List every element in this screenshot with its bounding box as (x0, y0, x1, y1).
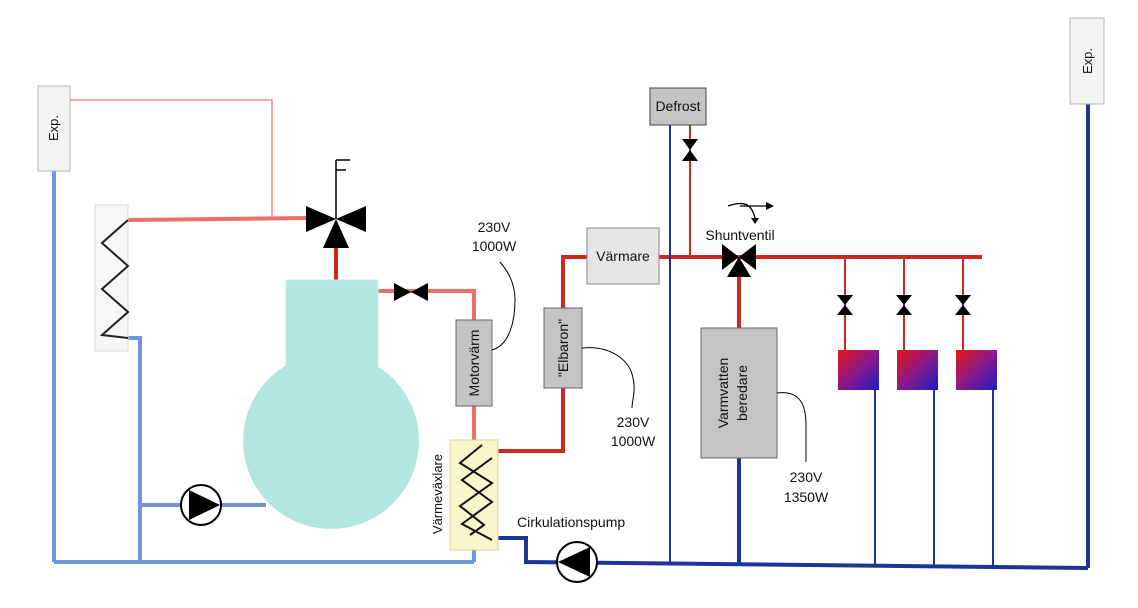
water-heater-power-watt: 1350W (784, 489, 829, 505)
exp-tank-left: Exp. (37, 85, 71, 172)
motorvarm-heater: Motorvärm (455, 319, 493, 407)
varmare-label: Värmare (596, 248, 650, 264)
shunt-valve-label: Shuntventil (705, 227, 774, 243)
room-radiator-2 (897, 350, 938, 390)
elbaron-power-callout: 230V 1000W (581, 347, 656, 449)
water-heater: Varmvatten beredare (700, 327, 778, 459)
circulation-pump (556, 541, 598, 583)
engine-outlet-valve (394, 283, 428, 301)
defrost-valve (682, 139, 698, 161)
water-heater-power-voltage: 230V (790, 469, 823, 485)
radiator-to-valve-pipe (127, 216, 311, 222)
exp-left-thin-pipe (70, 99, 273, 218)
water-heater-label-line2: beredare (734, 365, 750, 421)
water-heater-power-callout: 230V 1350W (776, 392, 829, 505)
water-heater-label-line1: Varmvatten (715, 358, 731, 429)
radiator-valve-2 (896, 295, 912, 315)
exp-tank-left-label: Exp. (46, 115, 61, 141)
defrost-unit: Defrost (649, 87, 707, 126)
heat-exchanger: Värmeväxlare (430, 439, 499, 551)
pipes (52, 99, 1090, 570)
three-way-valve (306, 159, 366, 248)
motorvarm-power-watt: 1000W (472, 238, 517, 254)
shunt-valve (722, 202, 774, 277)
exchanger-cold-out (498, 536, 1089, 570)
elbaron-heater: "Elbaron" (543, 307, 583, 389)
room-radiator-3 (956, 350, 997, 390)
defrost-label: Defrost (655, 98, 700, 114)
varmare-heater: Värmare (586, 227, 660, 285)
exp-tank-right-label: Exp. (1080, 48, 1095, 74)
car-radiator (94, 204, 130, 352)
radiator-valve-3 (955, 295, 971, 315)
elbaron-label: "Elbaron" (555, 319, 571, 377)
room-radiator-1 (838, 350, 879, 390)
elbaron-power-voltage: 230V (617, 414, 650, 430)
elbaron-power-watt: 1000W (611, 433, 656, 449)
heat-exchanger-label: Värmeväxlare (430, 454, 445, 534)
circulation-pump-label: Cirkulationspump (517, 514, 625, 530)
motorvarm-power-voltage: 230V (478, 219, 511, 235)
motorvarm-power-callout: 230V 1000W (472, 219, 517, 351)
radiator-return-pipe (128, 336, 142, 562)
radiator-valve-1 (837, 295, 853, 315)
motorvarm-label: Motorvärm (466, 330, 482, 397)
engine-to-motorvarm-pipe (378, 289, 476, 320)
pump-left (180, 484, 222, 526)
engine (243, 279, 419, 529)
exp-tank-right: Exp. (1069, 17, 1105, 105)
